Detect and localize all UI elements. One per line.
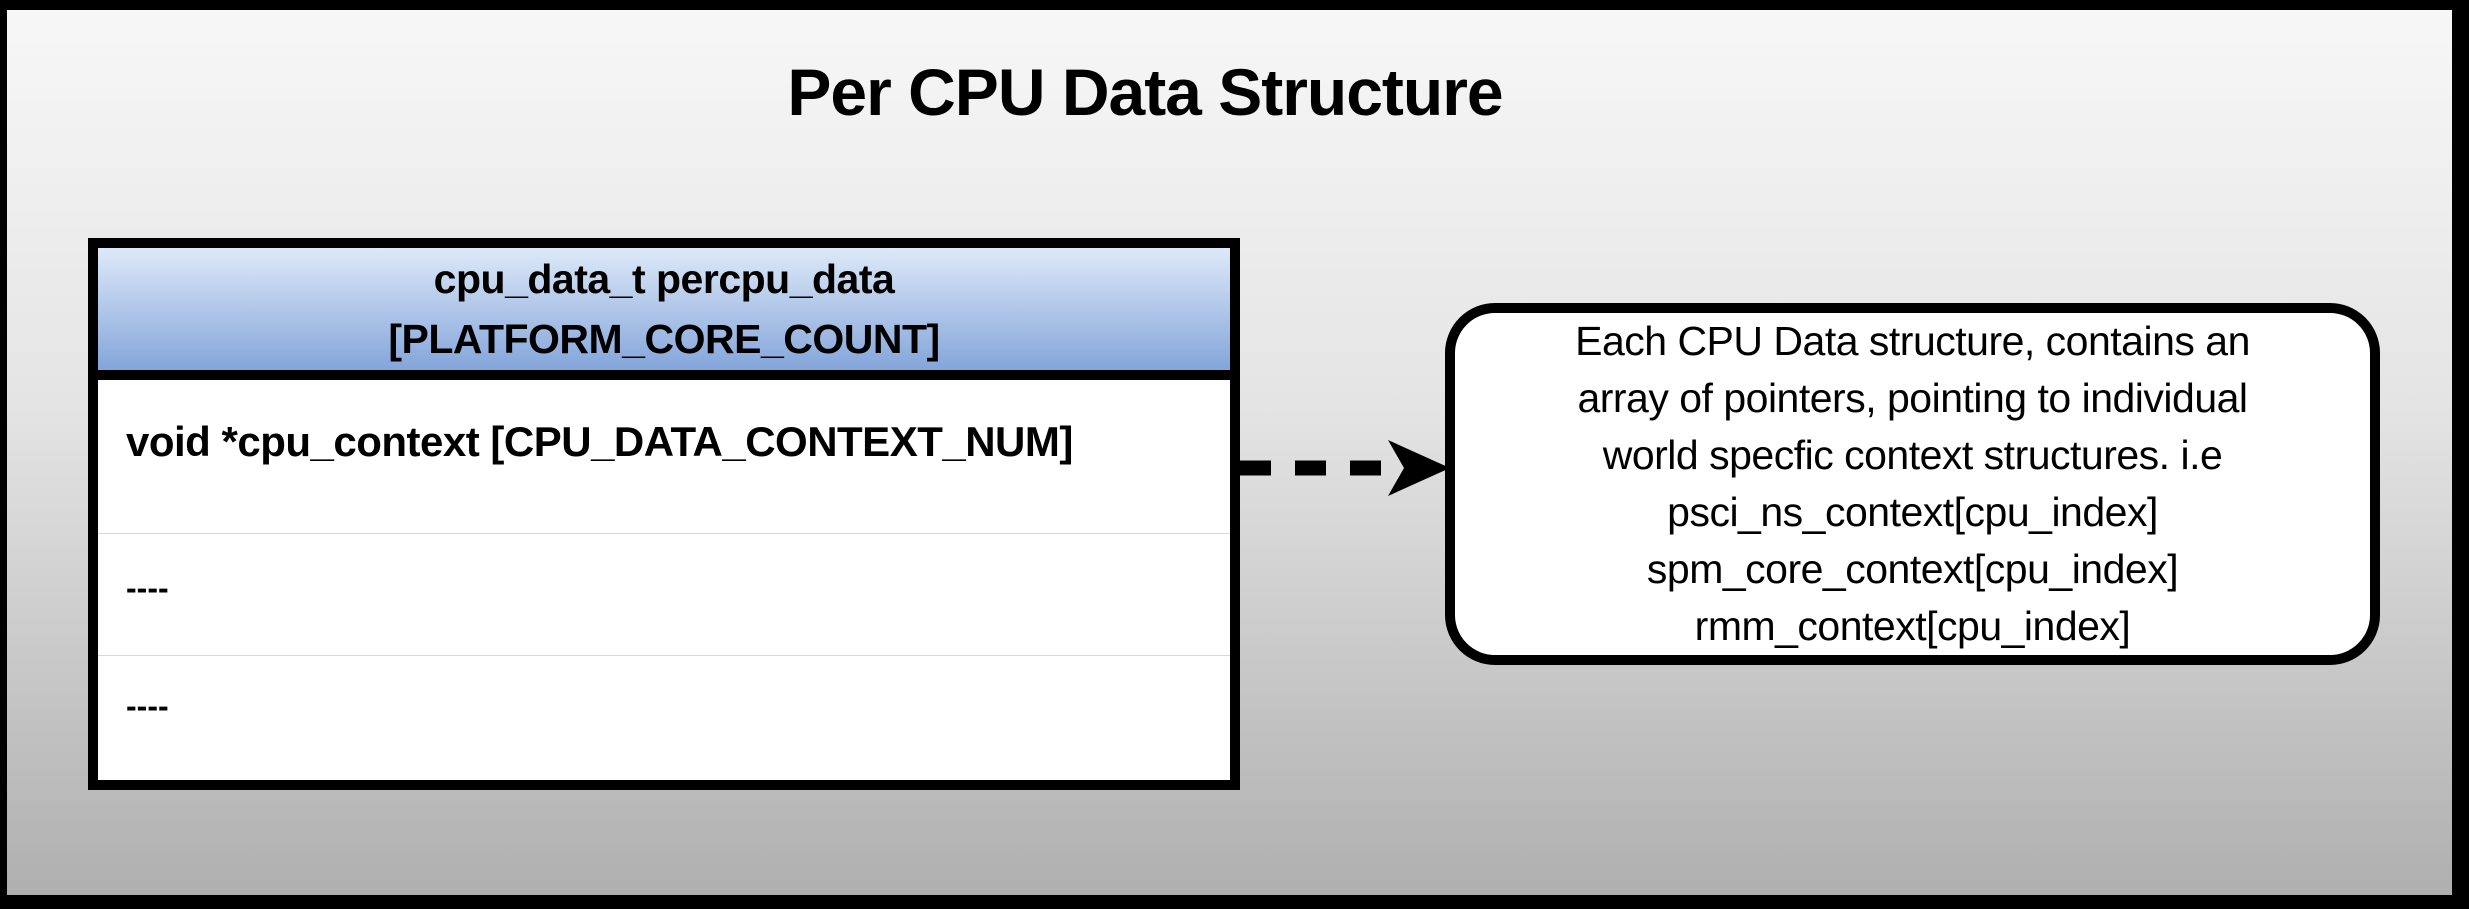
table-row-cpu-context: void *cpu_context [CPU_DATA_CONTEXT_NUM] bbox=[98, 380, 1230, 533]
table-row-label: void *cpu_context [CPU_DATA_CONTEXT_NUM] bbox=[126, 418, 1073, 465]
callout-line: Each CPU Data structure, contains an bbox=[1575, 318, 2250, 364]
dashed-arrow-icon bbox=[1240, 440, 1450, 496]
callout-text: Each CPU Data structure, contains an arr… bbox=[1575, 313, 2250, 655]
table-row-label: ---- bbox=[126, 570, 169, 606]
percpu-data-struct-box: cpu_data_t percpu_data [PLATFORM_CORE_CO… bbox=[88, 238, 1240, 790]
struct-header-line1: cpu_data_t percpu_data bbox=[433, 256, 895, 302]
callout-line: psci_ns_context[cpu_index] bbox=[1667, 489, 2158, 535]
table-row-placeholder-2: ---- bbox=[98, 655, 1230, 770]
table-row-placeholder-1: ---- bbox=[98, 533, 1230, 655]
diagram-title: Per CPU Data Structure bbox=[787, 55, 1503, 129]
struct-body: void *cpu_context [CPU_DATA_CONTEXT_NUM]… bbox=[98, 380, 1230, 770]
struct-header: cpu_data_t percpu_data [PLATFORM_CORE_CO… bbox=[98, 248, 1230, 380]
callout-line: rmm_context[cpu_index] bbox=[1694, 603, 2131, 649]
table-row-label: ---- bbox=[126, 688, 169, 724]
struct-header-line2: [PLATFORM_CORE_COUNT] bbox=[388, 316, 940, 362]
callout-line: world specfic context structures. i.e bbox=[1602, 432, 2223, 478]
callout-line: spm_core_context[cpu_index] bbox=[1646, 546, 2179, 592]
annotation-callout: Each CPU Data structure, contains an arr… bbox=[1445, 303, 2380, 665]
callout-line: array of pointers, pointing to individua… bbox=[1577, 375, 2248, 421]
